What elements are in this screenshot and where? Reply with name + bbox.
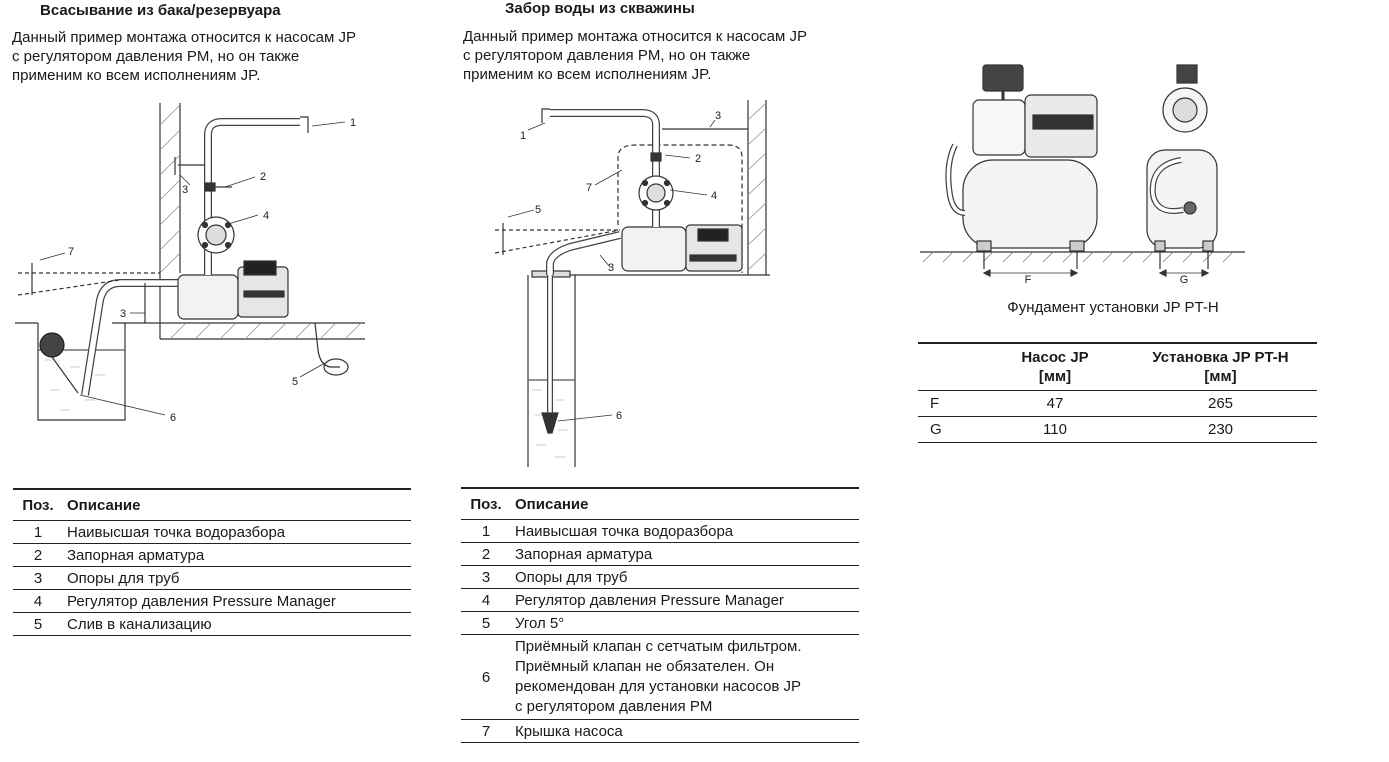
foundation-caption: Фундамент установки JP PT-H — [1007, 299, 1219, 316]
row-desc: Наивысшая точка водоразбора — [511, 519, 859, 543]
row-desc: Запорная арматура — [511, 542, 859, 566]
callout-2: 2 — [695, 153, 701, 165]
row-desc: Запорная арматура — [63, 543, 411, 567]
middle-heading: Забор воды из скважины — [505, 0, 695, 17]
col-desc: Описание — [63, 488, 411, 521]
dim-label-g: G — [1180, 274, 1189, 285]
row-desc: Наивысшая точка водоразбора — [63, 520, 411, 544]
row-desc-line: Приёмный клапан не обязателен. Он — [515, 658, 775, 675]
col-pos: Поз. — [13, 488, 63, 521]
row-num: 5 — [461, 611, 511, 635]
callout-5: 5 — [535, 204, 541, 216]
col-key — [918, 342, 986, 391]
row-unit-value: 265 — [1124, 390, 1317, 417]
callout-4: 4 — [263, 210, 269, 222]
col-pos: Поз. — [461, 487, 511, 520]
row-desc: Крышка насоса — [511, 719, 859, 743]
col-unit: Установка JP PT-H [мм] — [1124, 342, 1317, 391]
callout-1: 1 — [350, 117, 356, 129]
left-heading: Всасывание из бака/резервуара — [40, 2, 281, 19]
row-num: 4 — [13, 589, 63, 613]
foundation-diagram: F G — [920, 64, 1245, 285]
foundation-table: Насос JP [мм] Установка JP PT-H [мм] F 4… — [918, 342, 1317, 443]
table-row: F 47 265 — [918, 390, 1317, 417]
row-pump-value: 110 — [986, 416, 1124, 443]
callout-3: 3 — [120, 308, 126, 320]
callout-3: 3 — [182, 184, 188, 196]
row-pump-value: 47 — [986, 390, 1124, 417]
row-key: F — [918, 390, 986, 417]
row-num: 4 — [461, 588, 511, 612]
callout-7: 7 — [586, 182, 592, 194]
row-desc: Слив в канализацию — [63, 612, 411, 636]
callout-2: 2 — [260, 171, 266, 183]
callout-6: 6 — [170, 412, 176, 424]
row-desc-line: с регулятором давления PM — [515, 698, 713, 715]
table-row: 6 Приёмный клапан с сетчатым фильтром. П… — [461, 634, 859, 720]
row-desc-line: рекомендован для установки насосов JP — [515, 678, 802, 695]
row-num: 3 — [461, 565, 511, 589]
tank-suction-diagram: 1 2 3 3 4 5 6 7 — [15, 103, 365, 424]
row-unit-value: 230 — [1124, 416, 1317, 443]
col-desc: Описание — [511, 487, 859, 520]
row-desc: Регулятор давления Pressure Manager — [511, 588, 859, 612]
callout-4: 4 — [711, 190, 717, 202]
row-desc: Опоры для труб — [511, 565, 859, 589]
col-pump-line: [мм] — [1038, 368, 1072, 385]
row-key: G — [918, 416, 986, 443]
row-num: 1 — [461, 519, 511, 543]
col-pump-line: Насос JP — [1021, 349, 1089, 366]
dim-label-f: F — [1025, 274, 1032, 285]
middle-intro-line: с регулятором давления PM, но он также — [463, 47, 751, 64]
left-intro-line: применим ко всем исполнениям JP. — [12, 67, 261, 84]
row-num: 7 — [461, 719, 511, 743]
row-num: 2 — [13, 543, 63, 567]
callout-7: 7 — [68, 246, 74, 258]
table-row: G 110 230 — [918, 416, 1317, 443]
row-desc: Приёмный клапан с сетчатым фильтром. При… — [511, 634, 859, 720]
callout-6: 6 — [616, 410, 622, 422]
col-unit-line: [мм] — [1204, 368, 1237, 385]
middle-intro: Данный пример монтажа относится к насоса… — [463, 27, 807, 84]
row-num: 1 — [13, 520, 63, 544]
callout-1: 1 — [520, 130, 526, 142]
col-pump: Насос JP [мм] — [986, 342, 1124, 391]
row-desc: Угол 5° — [511, 611, 859, 635]
row-desc: Опоры для труб — [63, 566, 411, 590]
well-suction-diagram: 1 2 3 3 4 5 6 7 — [494, 100, 770, 467]
callout-3: 3 — [715, 110, 721, 122]
left-intro-line: с регулятором давления PM, но он также — [12, 48, 300, 65]
row-desc-line: Приёмный клапан с сетчатым фильтром. — [515, 638, 802, 655]
row-num: 2 — [461, 542, 511, 566]
col-unit-line: Установка JP PT-H — [1152, 349, 1289, 366]
callout-5: 5 — [292, 376, 298, 388]
row-desc: Регулятор давления Pressure Manager — [63, 589, 411, 613]
left-intro: Данный пример монтажа относится к насоса… — [12, 28, 356, 85]
row-num: 3 — [13, 566, 63, 590]
callout-3: 3 — [608, 262, 614, 274]
row-num: 5 — [13, 612, 63, 636]
middle-intro-line: применим ко всем исполнениям JP. — [463, 66, 712, 83]
middle-intro-line: Данный пример монтажа относится к насоса… — [463, 28, 808, 45]
left-intro-line: Данный пример монтажа относится к насоса… — [12, 29, 357, 46]
row-num: 6 — [461, 634, 511, 720]
